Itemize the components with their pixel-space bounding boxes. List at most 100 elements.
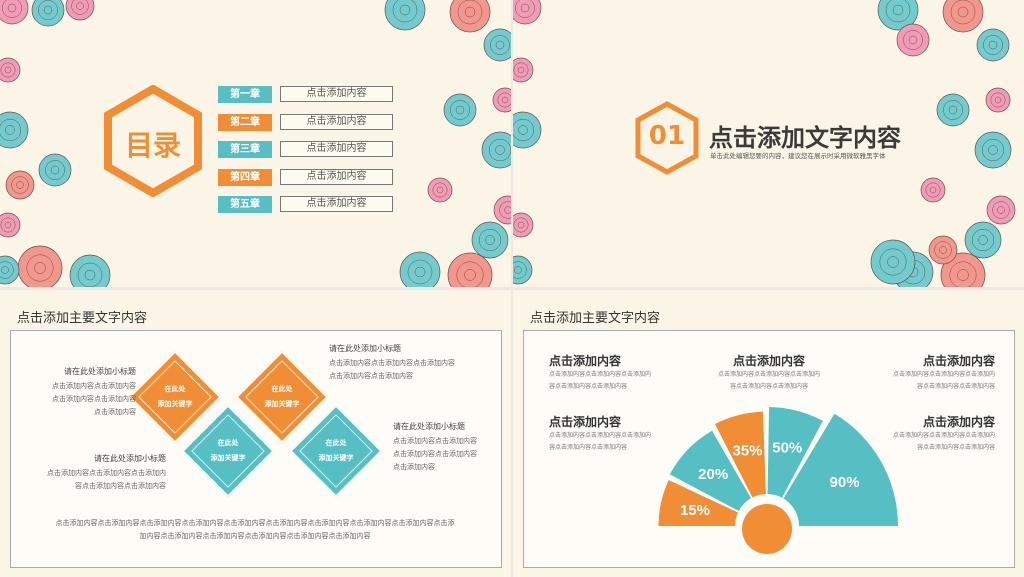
chapter-label[interactable]: 第三章 [218,141,272,159]
rose-icon [31,0,65,27]
body-line: 点击添加内容点击添加内容 [52,382,136,390]
text-block[interactable]: 请在此处添加小标题点击添加内容点击添加内容点击添加内容点击添加内容点击添加内容 [329,343,489,383]
rose-icon [936,93,970,127]
block-heading: 点击添加内容 [549,415,622,429]
sector-label: 90% [830,474,860,491]
chapter-label[interactable]: 第四章 [218,168,272,186]
rose-icon [0,111,29,149]
rose-icon [920,177,946,203]
subheading: 请在此处添加小标题 [393,422,465,431]
block-heading: 点击添加内容 [922,354,995,368]
rose-icon [449,0,491,33]
rose-icon [427,177,453,203]
fan-sector [669,430,752,512]
body-line: 容点击添加内容点击添加内容 [916,444,995,451]
rose-icon [65,0,95,21]
sector-label: 20% [698,466,728,483]
subheading: 请在此处添加小标题 [94,454,166,463]
hexagon-icon [104,85,202,197]
rose-icon [0,212,21,238]
text-block[interactable]: 点击添加内容点击添加内容点击添加内容点击添加内容点击添加内容点击添加内容 [875,413,995,454]
footer-text[interactable]: 点击添加内容点击添加内容点击添加内容点击添加内容点击添加内容点击添加内容点击添加… [20,517,490,543]
chapter-label[interactable]: 第二章 [218,113,272,131]
slide-diamonds[interactable]: 点击添加主要文字内容 在此处添加关键字在此处添加关键字在此处添加关键字在此处添加… [0,290,511,577]
slide-section[interactable]: 01 点击添加文字内容 单击此处编辑您要的内容，建议您在展示时采用微软雅黑字体 [513,0,1024,287]
chapter-content-box[interactable]: 点击添加内容 [280,168,393,185]
rose-icon [493,195,511,225]
fan-sector [658,480,740,526]
chapter-label[interactable]: 第五章 [218,196,272,214]
text-block[interactable]: 请在此处添加小标题点击添加内容点击添加内容点击添加内容点击添加内容点击添加内容 [18,366,136,419]
sector-label: 50% [772,440,802,457]
body-line: 点击添加内容点击添加内容点击添加内 [892,432,995,439]
block-heading: 点击添加内容 [732,354,805,368]
rose-icon [513,0,542,25]
text-block[interactable]: 点击添加内容点击添加内容点击添加内容点击添加内容点击添加内容点击添加内容 [709,352,829,393]
slide-fan-chart[interactable]: 点击添加主要文字内容 15%20%35%50%90% 点击添加内容点击添加内容点… [513,290,1024,577]
rose-icon [964,221,1002,259]
keyword-text: 在此处添加关键字 [264,385,300,408]
rose-icon [17,245,63,287]
rose-icon [69,254,111,287]
slide-toc[interactable]: 目录 第一章点击添加内容第二章点击添加内容第三章点击添加内容第四章点击添加内容第… [0,0,511,287]
rose-icon [399,251,441,287]
rose-icon [986,195,1016,225]
body-line: 点击添加内容点击添加内容点击添加内容 [329,359,455,367]
body-line: 容点击添加内容点击添加内容 [729,383,808,390]
rose-icon [940,252,986,287]
fan-sector [782,413,898,526]
chapter-content-box[interactable]: 点击添加内容 [280,141,393,158]
rose-icon [0,255,20,285]
fan-sector [767,407,823,500]
block-heading: 点击添加内容 [549,354,622,368]
rose-icon [492,87,511,113]
chapter-content-box[interactable]: 点击添加内容 [280,86,393,102]
sector-label: 15% [680,502,710,519]
body-line: 点击添加内容 [94,408,136,416]
rose-icon [513,57,534,83]
rose-icon [5,170,35,200]
slide-title[interactable]: 点击添加主要文字内容 [17,311,148,326]
text-block[interactable]: 请在此处添加小标题点击添加内容点击添加内容点击添加内容点击添加内容点击添加内容 [20,453,166,493]
rose-icon [513,212,534,238]
fan-sector [715,411,766,500]
slide-title[interactable]: 点击添加主要文字内容 [530,311,661,326]
center-circle [742,504,792,554]
rose-icon [896,23,930,57]
body-line: 点击添加内容点击添加内容 [393,437,477,445]
chapter-label[interactable]: 第一章 [218,86,272,103]
section-title[interactable]: 点击添加文字内容 [709,124,901,152]
text-block[interactable]: 点击添加内容点击添加内容点击添加内容点击添加内容点击添加内容点击添加内容 [549,352,669,393]
body-line: 点击添加内容点击添加内容 [52,395,136,403]
body-line: 点击添加内容点击添加内容点击添加内 [549,371,652,378]
keyword-text: 在此处添加关键字 [210,439,246,462]
section-subtitle[interactable]: 单击此处编辑您要的内容，建议您在展示时采用微软雅黑字体 [710,152,886,160]
rose-icon [0,57,21,83]
rose-icon [877,0,919,31]
body-line: 点击添加内容点击添加内容 [329,372,413,380]
text-block[interactable]: 点击添加内容点击添加内容点击添加内容点击添加内容点击添加内容点击添加内容 [875,352,995,393]
rose-icon [870,239,916,285]
rose-icon [447,252,493,287]
fan-chart: 15% 20%35% 50% 90% [658,407,898,558]
rose-icon [384,0,426,31]
rose-icon [481,131,511,169]
body-line: 点击添加内容 [393,463,435,471]
body-line: 点击添加内容点击添加内容 [393,450,477,458]
body-line: 点击添加内容点击添加内容点击添加内 [47,469,166,477]
subheading: 请在此处添加小标题 [329,344,401,353]
rose-icon [513,255,533,285]
toc-title: 目录 [124,129,181,162]
sector-label: 35% [732,443,762,460]
text-block[interactable]: 点击添加内容点击添加内容点击添加内容点击添加内容点击添加内容点击添加内容 [549,413,669,454]
rose-icon [0,0,29,25]
body-line: 容点击添加内容点击添加内容 [916,383,995,390]
footer-line: 加内容点击添加内容点击添加内容点击添加内容点击添加内容点击添加内容 [139,532,371,540]
body-line: 点击添加内容点击添加内容点击添加内 [717,371,820,378]
chapter-content-box[interactable]: 点击添加内容 [280,196,393,213]
chapter-content-box[interactable]: 点击添加内容 [280,113,393,130]
text-block[interactable]: 请在此处添加小标题点击添加内容点击添加内容点击添加内容点击添加内容点击添加内容 [393,421,493,474]
rose-icon [892,251,934,287]
footer-line: 点击添加内容点击添加内容点击添加内容点击添加内容点击添加内容点击添加内容点击添加… [55,519,455,527]
body-line: 点击添加内容点击添加内容点击添加内 [892,371,995,378]
